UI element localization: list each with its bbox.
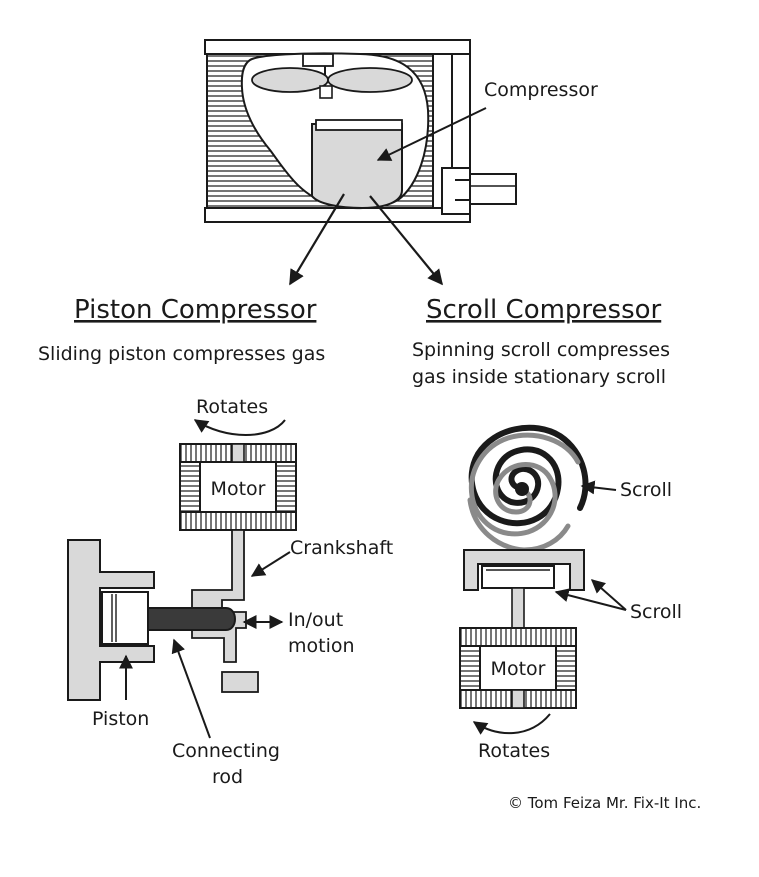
crankshaft-counterweight bbox=[221, 671, 259, 693]
connecting-rod-label-line1: Connecting bbox=[172, 740, 280, 762]
condenser-unit: Compressor bbox=[204, 39, 598, 286]
rotates-label-left: Rotates bbox=[196, 396, 268, 418]
scroll-top-label: Scroll bbox=[620, 479, 672, 501]
crankshaft-arrow bbox=[250, 551, 291, 577]
crankshaft bbox=[191, 529, 247, 663]
compressor-pointer-arrow bbox=[376, 107, 487, 161]
crankshaft-label: Crankshaft bbox=[290, 537, 393, 559]
scroll-mid-label: Scroll bbox=[630, 601, 682, 623]
connecting-rod-label-line2: rod bbox=[212, 766, 243, 788]
rotates-label-right: Rotates bbox=[478, 740, 550, 762]
scroll-description-line1: Spinning scroll compresses bbox=[412, 339, 670, 361]
scroll-spiral bbox=[467, 424, 589, 553]
refrigerant-lines bbox=[469, 173, 517, 205]
scroll-description-line2: gas inside stationary scroll bbox=[412, 366, 666, 388]
in-out-label-line1: In/out bbox=[288, 609, 343, 631]
scroll-compressor-heading: Scroll Compressor bbox=[426, 295, 662, 325]
scroll-mid-arrow-lower bbox=[554, 588, 627, 611]
motor-cap-bottom bbox=[179, 511, 297, 531]
compressor-label: Compressor bbox=[484, 79, 598, 101]
condenser-top-cover bbox=[204, 39, 471, 55]
scroll-compressor-diagram: Scroll Scroll Motor Rotates bbox=[459, 424, 682, 762]
piston-compressor-diagram: Rotates Motor Crankshaft In/out motion P… bbox=[67, 396, 393, 788]
stationary-scroll-housing bbox=[463, 549, 585, 591]
piston-compressor-heading: Piston Compressor bbox=[74, 295, 317, 325]
to-piston-arrow bbox=[289, 193, 345, 286]
in-out-label-line2: motion bbox=[288, 635, 355, 657]
fan-motor-mount bbox=[302, 53, 334, 67]
fan-hub bbox=[319, 85, 333, 99]
to-scroll-arrow bbox=[369, 195, 443, 286]
motor-cap-top-right bbox=[459, 627, 577, 647]
rotation-arrow-right bbox=[472, 713, 551, 735]
scroll-mid-arrow-upper bbox=[590, 579, 627, 611]
fan-blade-right bbox=[327, 67, 413, 93]
motor-label-right: Motor bbox=[491, 658, 546, 680]
fan-blade-left bbox=[251, 67, 329, 93]
scroll-shaft bbox=[511, 587, 525, 629]
piston-description: Sliding piston compresses gas bbox=[38, 343, 325, 365]
compressor-body bbox=[311, 123, 403, 210]
copyright-notice: © Tom Feiza Mr. Fix-It Inc. bbox=[508, 794, 701, 812]
service-valve-box bbox=[441, 167, 471, 215]
rotation-arrow-left bbox=[193, 419, 286, 436]
motor-label-left: Motor bbox=[211, 478, 266, 500]
condenser-base bbox=[204, 207, 471, 223]
connecting-rod-arrow bbox=[171, 638, 211, 739]
piston-label: Piston bbox=[92, 708, 149, 730]
motor-body-right bbox=[479, 645, 557, 691]
connecting-rod bbox=[147, 607, 236, 631]
piston-head bbox=[101, 591, 149, 645]
scroll-top-arrow bbox=[580, 480, 617, 495]
